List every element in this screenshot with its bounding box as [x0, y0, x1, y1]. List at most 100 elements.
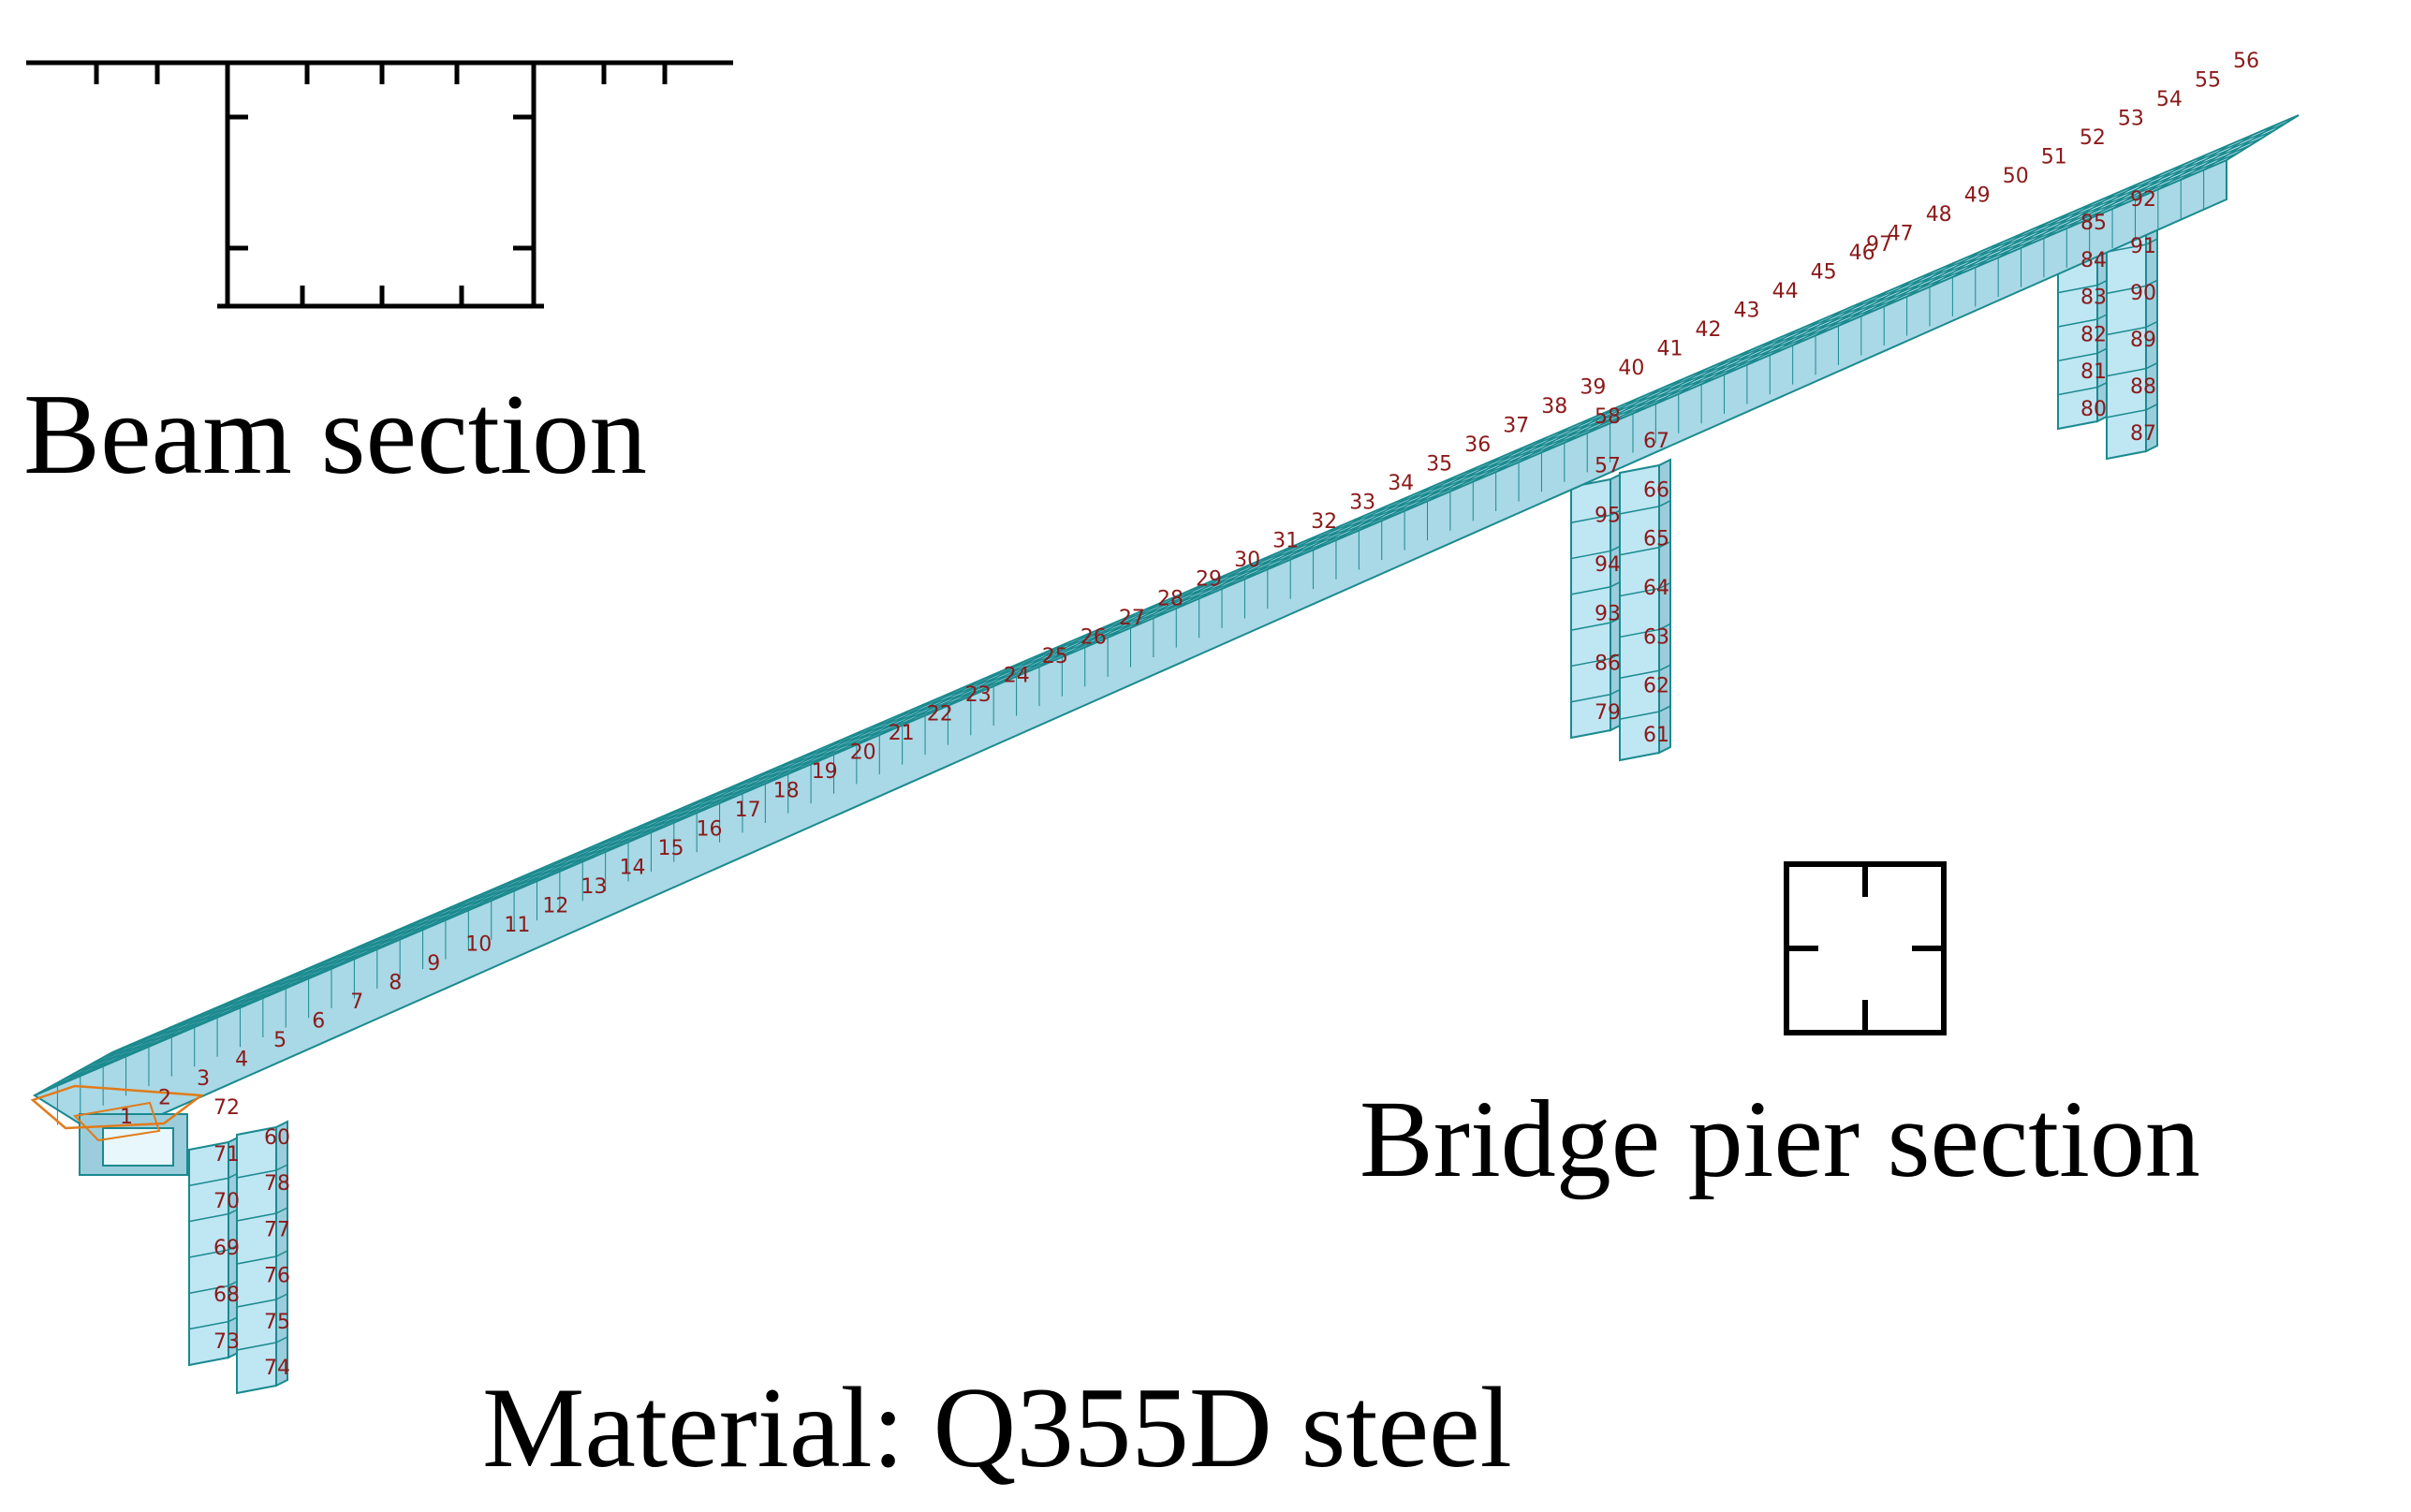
deck-node-label: 46 [1849, 242, 1875, 265]
deck-transverse-line [1175, 563, 1252, 609]
deck-node-label: 13 [581, 875, 607, 899]
pier-right-inner-segment-line [2145, 279, 2158, 287]
deck-transverse-line [1792, 300, 1867, 346]
deck-transverse-line [1541, 407, 1616, 453]
pier-left-inner-segment-line [236, 1255, 277, 1265]
pier-left-inner-segment-line [275, 1336, 288, 1343]
deck-transverse-line [1564, 397, 1639, 444]
pier-right-inner-segment-line [2106, 367, 2147, 377]
deck-transverse-line [467, 866, 546, 911]
deck-transverse-line [1654, 359, 1730, 404]
deck-transverse-line [1632, 368, 1707, 415]
deck-node-label: 49 [1964, 184, 1991, 208]
deck-node-label: 6 [312, 1010, 325, 1034]
pier-node-label: 91 [2130, 235, 2156, 258]
deck-node-label: 55 [2195, 69, 2221, 93]
deck-transverse-line [216, 973, 295, 1019]
pier-node-label: 77 [264, 1218, 290, 1241]
deck-node-label: 20 [850, 741, 876, 764]
pier-mid-inner-segment-line [1619, 669, 1660, 680]
deck-transverse-line [627, 798, 705, 844]
deck-node-label: 11 [504, 914, 530, 937]
deck-node-label: 51 [2041, 146, 2067, 169]
beam-section-diagram [26, 60, 733, 309]
deck-node-label: 41 [1657, 338, 1683, 361]
deck-transverse-line [376, 904, 455, 950]
deck-node-label: 19 [812, 760, 838, 784]
deck-node-label: 37 [1503, 415, 1529, 438]
pier-right-inner-segment-line [2145, 404, 2158, 411]
deck-transverse-line [513, 846, 592, 892]
deck-transverse-line [194, 983, 272, 1028]
deck-node-label: 53 [2118, 108, 2144, 131]
deck-node-label: 36 [1464, 433, 1491, 457]
deck-node-label: 35 [1426, 453, 1452, 477]
deck-transverse-line [1518, 417, 1594, 463]
pier-node-label: 79 [1595, 701, 1621, 725]
deck-transverse-line [1700, 339, 1775, 385]
pier-node-label: 60 [264, 1126, 290, 1150]
pier-mid-outer-segment-line [1570, 550, 1611, 560]
pier-node-label: 64 [1643, 577, 1669, 600]
pier-node-label: 82 [2080, 323, 2107, 346]
deck-transverse-line [992, 641, 1069, 687]
deck-node-label: 42 [1696, 318, 1722, 342]
deck-transverse-line [1221, 544, 1298, 590]
deck-transverse-line [2157, 143, 2231, 190]
deck-transverse-line [2089, 172, 2163, 220]
pier-node-label: 61 [1643, 724, 1669, 747]
pier-mid-outer-segment-line [1570, 514, 1611, 524]
pier-node-label: 62 [1643, 675, 1669, 698]
deck-transverse-line [331, 924, 409, 970]
pier-mid-outer-segment-line [1570, 586, 1611, 595]
pier-node-label: 72 [213, 1096, 240, 1120]
deck-transverse-line [537, 836, 614, 882]
deck-transverse-line [125, 1012, 204, 1058]
deck-transverse-line [1381, 476, 1457, 521]
deck-transverse-line [308, 934, 387, 979]
pier-node-label: 58 [1595, 405, 1621, 429]
pier-node-label: 87 [2130, 422, 2156, 446]
deck-transverse-line [924, 670, 1001, 716]
pier-node-label: 81 [2080, 360, 2107, 384]
deck-transverse-line [80, 1032, 159, 1077]
deck-transverse-line [856, 699, 934, 746]
pier-mid-outer-segment-line [1570, 657, 1611, 668]
deck-node-label: 1 [120, 1106, 133, 1129]
deck-transverse-line [354, 915, 432, 960]
deck-transverse-line [1107, 593, 1183, 639]
deck-transverse-line [2203, 124, 2277, 171]
pier-mid-inner-segment-line [1658, 541, 1671, 549]
deck-transverse-line [170, 992, 250, 1038]
deck-node-label: 14 [620, 856, 646, 879]
deck-transverse-line [719, 758, 797, 804]
pier-mid-inner-segment-line [1619, 628, 1660, 639]
deck-transverse-line [833, 710, 910, 756]
pier-node-label: 92 [2130, 188, 2156, 212]
deck-transverse-line [1906, 251, 1980, 298]
deck-transverse-line [102, 1022, 182, 1067]
pier-right-outer-segment-line [2057, 386, 2098, 396]
pier-node-label: 76 [264, 1265, 290, 1288]
pier-right-outer-segment-line [2057, 284, 2098, 294]
deck-node-label: 45 [1811, 261, 1837, 285]
pier-mid-inner-segment-line [1658, 500, 1671, 507]
pier-left-outer-segment-line [188, 1177, 229, 1187]
pier-node-label: 80 [2080, 398, 2107, 421]
deck-transverse-line [1038, 622, 1115, 668]
pier-node-label: 93 [1595, 603, 1621, 626]
pier-node-label: 94 [1595, 553, 1621, 577]
pier-mid-inner-segment-line [1658, 664, 1671, 671]
deck-transverse-line [1358, 485, 1434, 532]
bridge-deck [32, 114, 2300, 1176]
pier-mid-inner-segment-line [1619, 546, 1660, 556]
deck-transverse-line [810, 719, 888, 765]
deck-transverse-line [2043, 192, 2117, 239]
pier-node-label: 84 [2080, 249, 2107, 272]
deck-node-label: 26 [1081, 625, 1107, 649]
deck-transverse-line [559, 827, 637, 873]
deck-transverse-line [1975, 222, 2049, 269]
deck-transverse-line [240, 963, 318, 1008]
deck-node-label: 34 [1388, 472, 1414, 495]
deck-node-label: 47 [1888, 223, 1914, 246]
